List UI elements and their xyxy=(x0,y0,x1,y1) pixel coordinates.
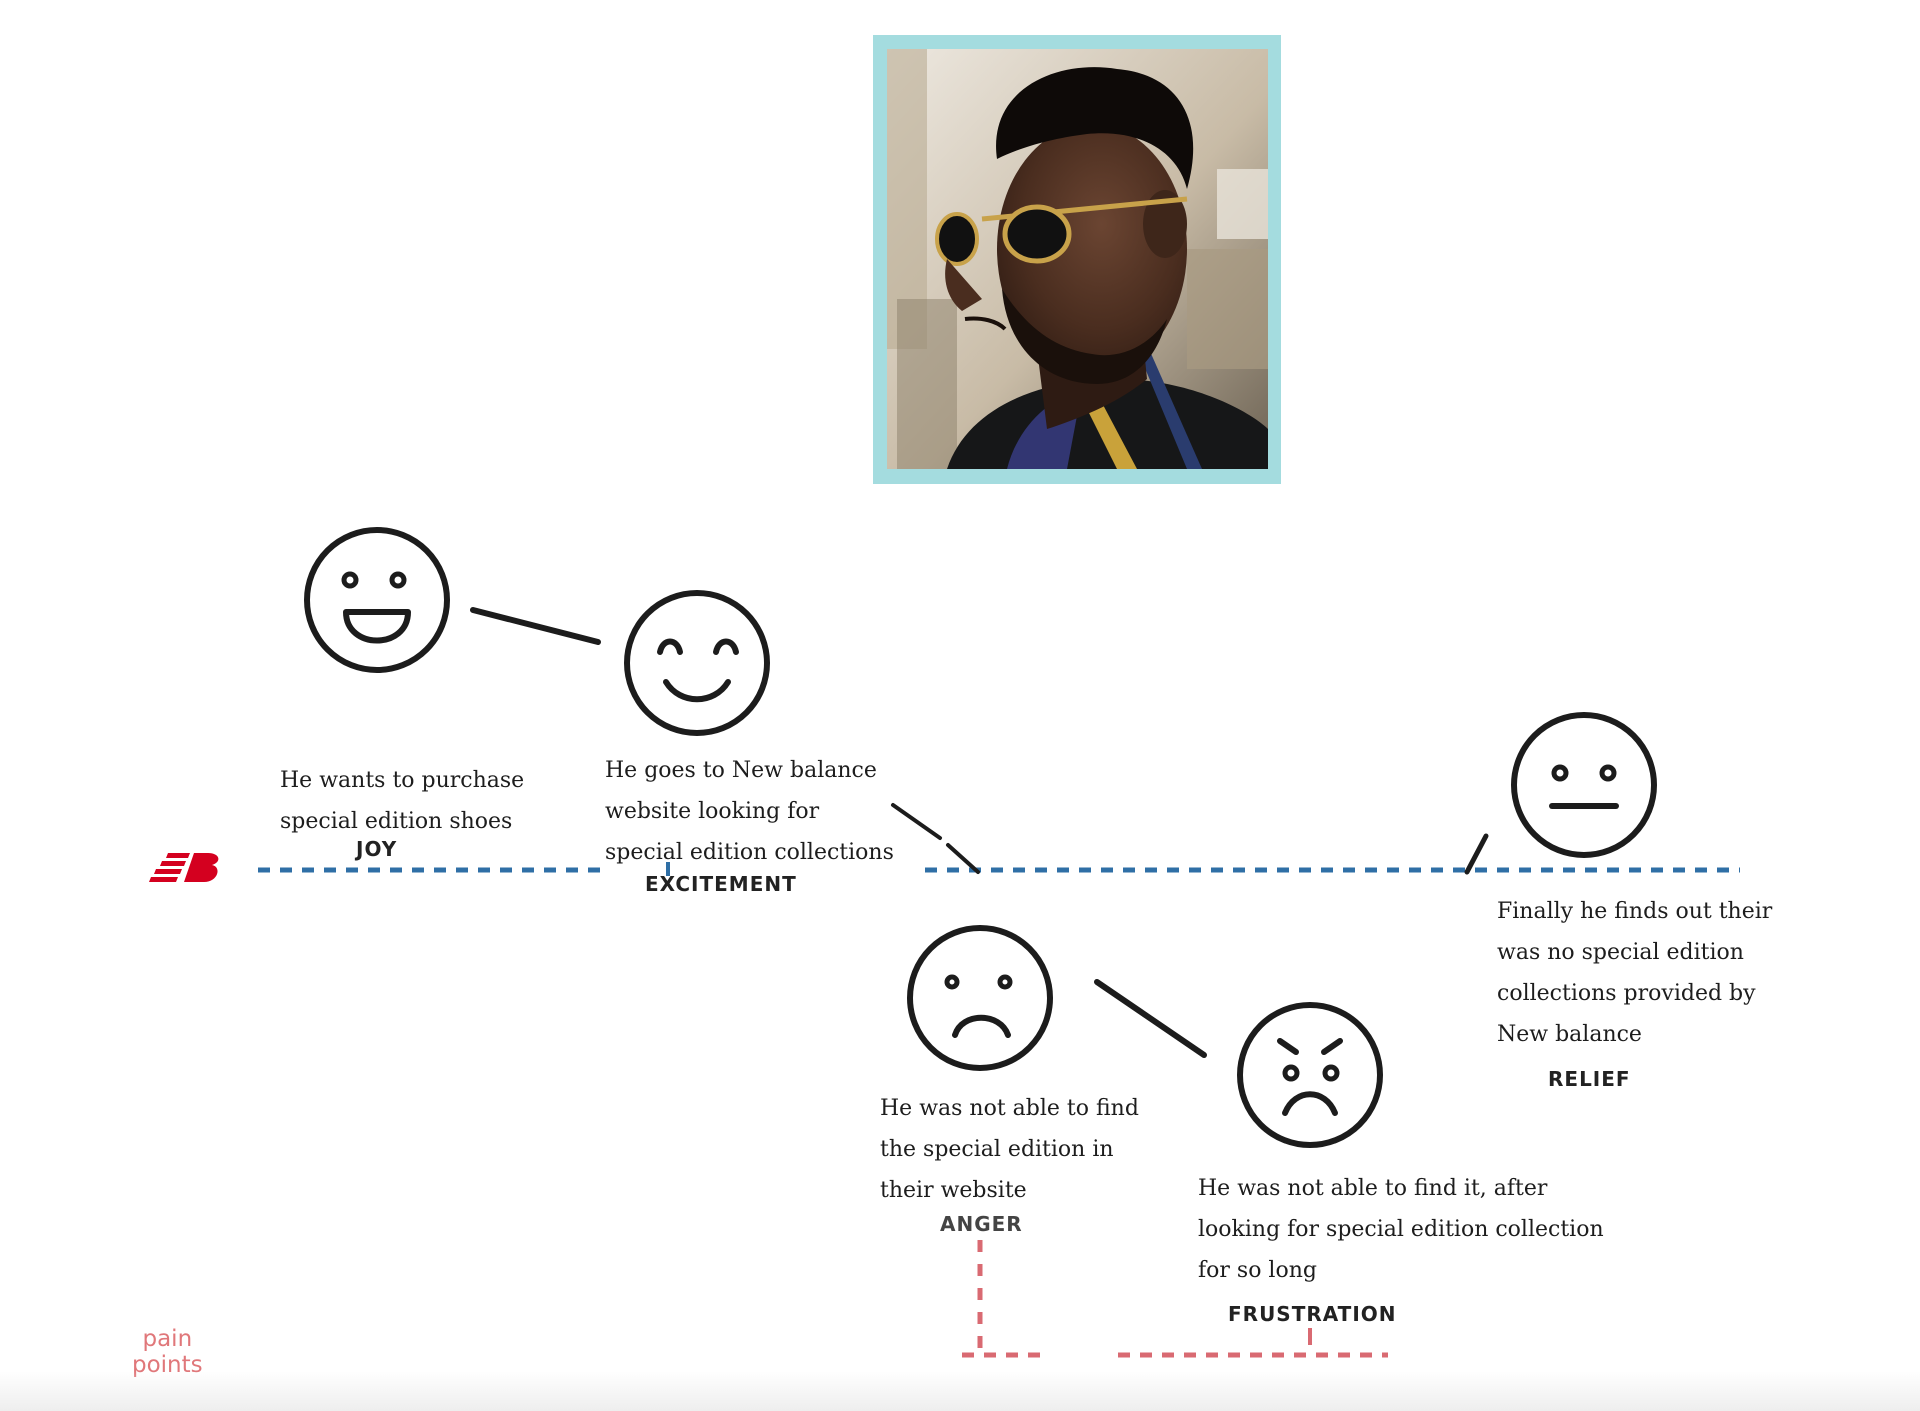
stage-anger-emotion-label: ANGER xyxy=(940,1212,1023,1236)
sad-face-icon xyxy=(907,925,1053,1071)
stage-excitement-description: He goes to New balance website looking f… xyxy=(605,758,894,865)
angry-face-icon xyxy=(1237,1002,1383,1148)
connector-anger-frustration xyxy=(1094,979,1207,1058)
stage-frustration-emotion-label: FRUSTRATION xyxy=(1228,1302,1397,1326)
neutral-face-icon xyxy=(1511,712,1657,858)
new-balance-logo xyxy=(148,850,238,898)
stage-joy-description: He wants to purchase special edition sho… xyxy=(280,768,525,834)
connector-joy-excitement xyxy=(470,607,601,645)
stage-frustration-description: He was not able to find it, after lookin… xyxy=(1198,1176,1604,1283)
stage-relief-emotion-label: RELIEF xyxy=(1548,1067,1631,1091)
persona-portrait-illustration xyxy=(887,49,1268,469)
bottom-edge-shadow xyxy=(0,1371,1920,1411)
stage-anger-description: He was not able to find the special edit… xyxy=(880,1096,1139,1203)
connector-relief-timeline xyxy=(1464,833,1489,875)
smiling-face-icon xyxy=(624,590,770,736)
stage-joy-emotion-label: JOY xyxy=(356,837,398,861)
persona-photo xyxy=(887,49,1268,469)
connector-excitement-anger xyxy=(891,803,980,874)
new-balance-logo-mark xyxy=(149,853,219,882)
grinning-face-icon xyxy=(304,527,450,673)
stage-excitement-emotion-label: EXCITEMENT xyxy=(645,872,797,896)
persona-photo-frame xyxy=(873,35,1281,484)
stage-relief-description: Finally he finds out their was no specia… xyxy=(1497,899,1773,1047)
